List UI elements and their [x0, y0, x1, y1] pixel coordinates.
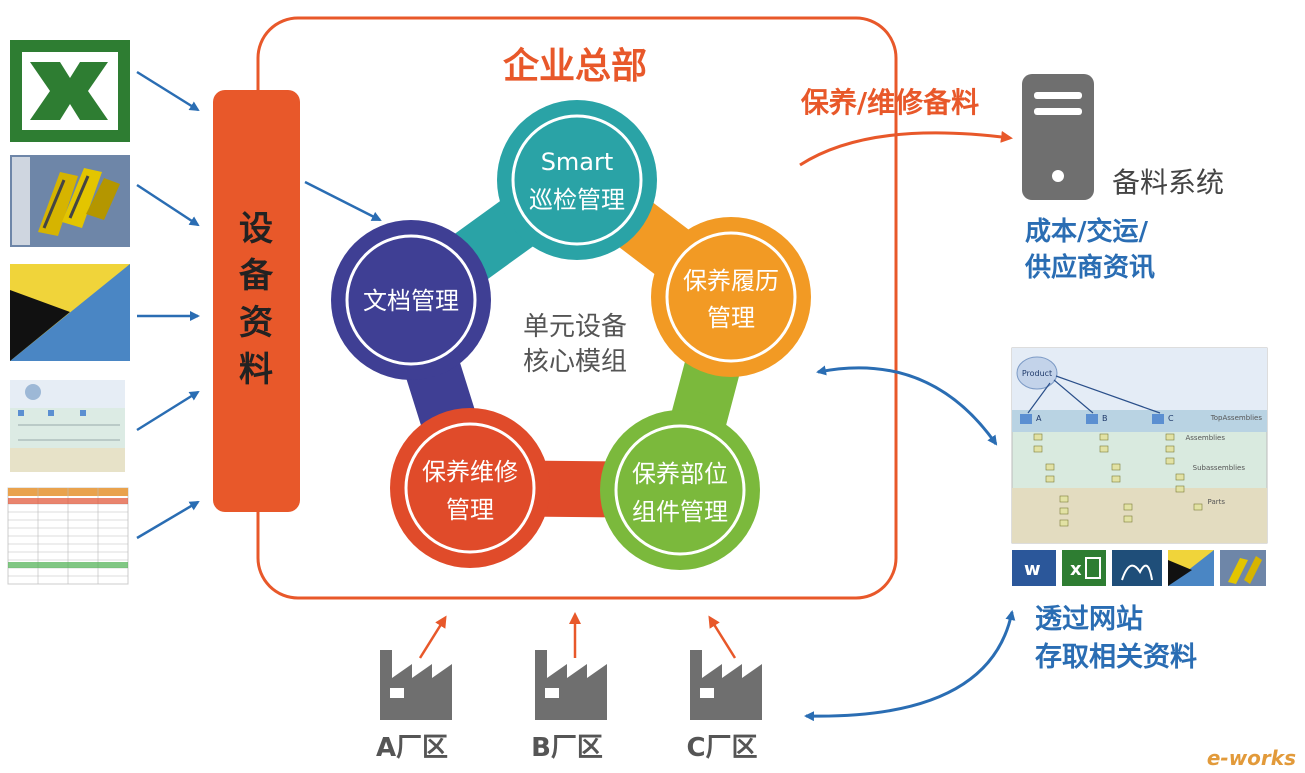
module-maintenance-history-line2: 管理 — [707, 304, 755, 332]
cost-info-line2: 供应商资讯 — [1024, 252, 1155, 283]
module-maintenance-history: 保养履历 管理 — [651, 217, 811, 377]
headquarters-title: 企业总部 — [503, 45, 647, 87]
module-parts-components-line2: 组件管理 — [632, 498, 728, 526]
bom-level-parts: Parts — [1208, 498, 1226, 506]
spreadsheet-thumbnail — [7, 487, 129, 585]
input-arrows — [136, 70, 382, 540]
core-line2: 核心模组 — [523, 347, 627, 377]
cad-model-thumbnail — [10, 155, 130, 247]
module-maintenance-repair-line1: 保养维修 — [422, 458, 518, 486]
bom-node-a: A — [1036, 414, 1042, 423]
factory-a-arrow — [418, 615, 447, 659]
factory-web-link-arrow — [804, 610, 1016, 722]
module-document-management-line1: 文档管理 — [363, 287, 459, 315]
excel-small-icon: x — [1062, 550, 1106, 586]
module-smart-inspection-line1: Smart — [541, 148, 614, 176]
equipment-data-char-4: 料 — [239, 350, 273, 390]
factory-b-icon — [535, 650, 607, 720]
bom-level-top: TopAssemblies — [1210, 414, 1263, 422]
excel-file-icon — [10, 40, 130, 142]
eworks-logo: e-works — [1207, 746, 1296, 770]
factory-c-label: C厂区 — [686, 733, 757, 763]
3d-cad-icon — [1112, 550, 1162, 586]
module-maintenance-repair-line2: 管理 — [446, 496, 494, 524]
bom-node-b: B — [1102, 414, 1108, 423]
factory-b-label: B厂区 — [531, 733, 603, 763]
module-smart-inspection: Smart 巡检管理 — [497, 100, 657, 260]
bom-root-label: Product — [1022, 369, 1052, 378]
factory-c-icon — [690, 650, 762, 720]
equipment-data-char-3: 资 — [239, 303, 273, 343]
spare-parts-system-label: 备料系统 — [1112, 166, 1224, 199]
word-file-icon: w — [1012, 550, 1056, 586]
equipment-data-char-1: 设 — [239, 209, 273, 249]
drawing-small-icon — [1168, 550, 1214, 586]
spare-parts-flow-label: 保养/维修备料 — [801, 86, 979, 119]
web-access-line2: 存取相关资料 — [1035, 642, 1197, 673]
cad-small-icon — [1220, 550, 1266, 586]
module-smart-inspection-line2: 巡检管理 — [529, 186, 625, 214]
factory-a-label: A厂区 — [376, 733, 448, 763]
bom-structure-diagram: Product A B C TopAssemblies Assemblies S… — [1011, 347, 1268, 544]
module-parts-components-line1: 保养部位 — [632, 460, 728, 488]
bom-node-c: C — [1168, 414, 1174, 423]
cost-info-line1: 成本/交运/ — [1025, 216, 1148, 247]
server-icon — [1022, 74, 1094, 200]
equipment-data-char-2: 备 — [239, 256, 274, 296]
module-document-management: 文档管理 — [331, 220, 491, 380]
module-maintenance-history-line1: 保养履历 — [683, 267, 779, 295]
core-line1: 单元设备 — [523, 312, 627, 342]
web-access-line1: 透过网站 — [1035, 604, 1143, 635]
svg-text:x: x — [1070, 559, 1082, 580]
bom-tree-thumbnail — [10, 380, 125, 472]
factory-a-icon — [380, 650, 452, 720]
bom-level-subassemblies: Subassemblies — [1193, 464, 1246, 472]
history-bom-link-arrow — [816, 365, 998, 446]
factory-c-arrow — [708, 615, 737, 659]
drawing-file-icon — [10, 264, 130, 361]
spare-parts-arrow — [799, 130, 1013, 167]
module-maintenance-repair: 保养维修 管理 — [390, 408, 550, 568]
module-parts-components: 保养部位 组件管理 — [600, 410, 760, 570]
bom-level-assemblies: Assemblies — [1186, 434, 1226, 442]
equipment-data-bar — [213, 90, 300, 512]
svg-text:w: w — [1024, 559, 1041, 580]
